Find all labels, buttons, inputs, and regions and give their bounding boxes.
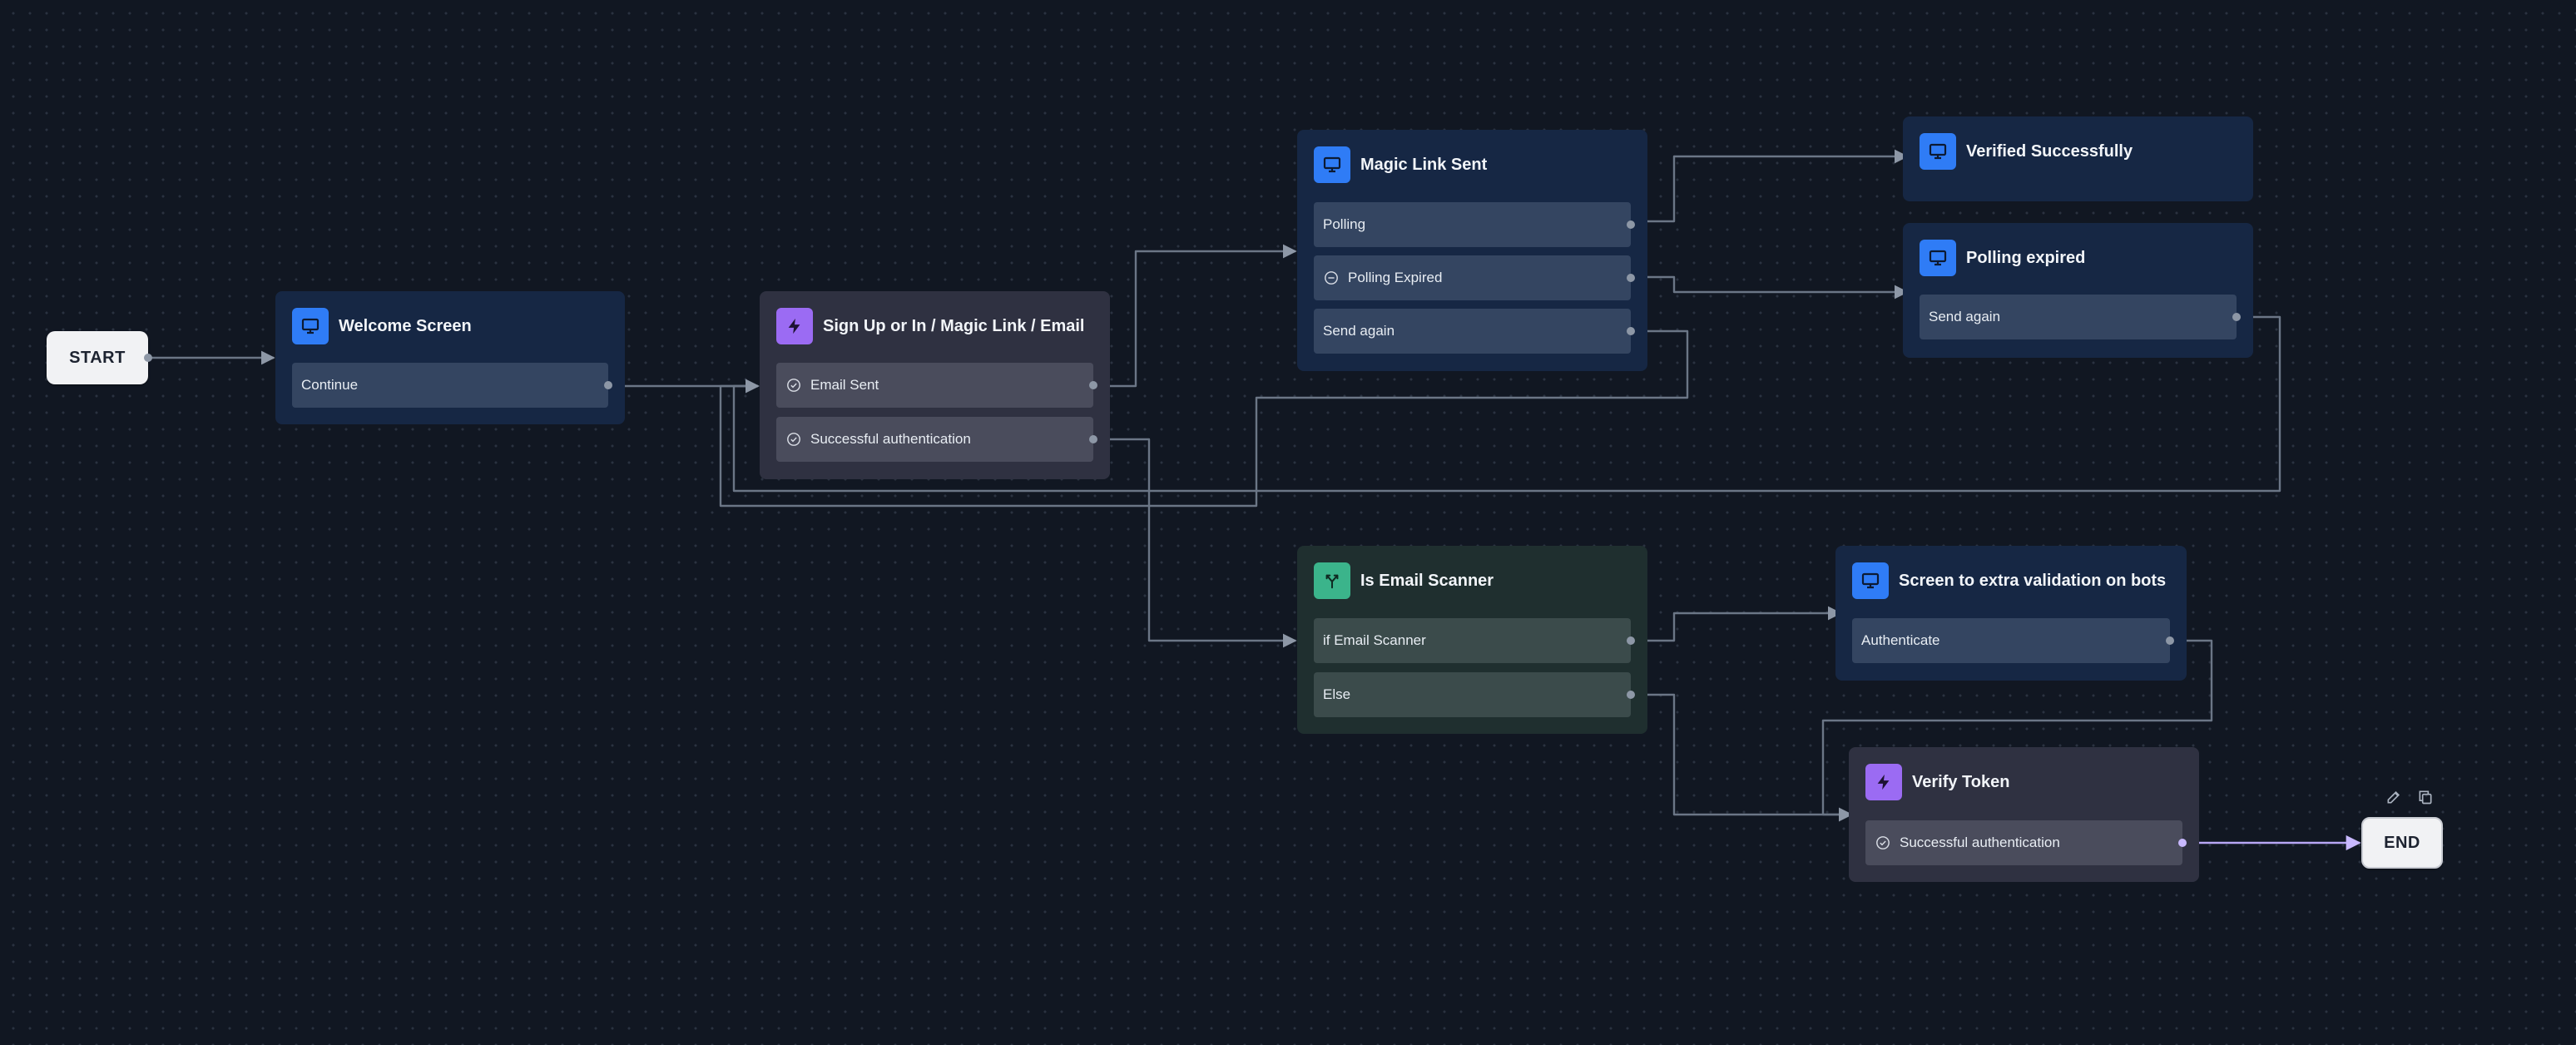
output-handle[interactable] bbox=[1089, 435, 1097, 443]
output-send-again[interactable]: Send again bbox=[1314, 309, 1635, 354]
monitor-icon bbox=[1920, 240, 1956, 276]
lightning-icon bbox=[1865, 764, 1902, 800]
node-magic-link-sent[interactable]: Magic Link Sent Polling Polling Expired … bbox=[1297, 130, 1647, 371]
output-email-sent[interactable]: Email Sent bbox=[776, 363, 1097, 408]
node-extra-validation-bots[interactable]: Screen to extra validation on bots Authe… bbox=[1835, 546, 2187, 681]
output-handle[interactable] bbox=[2178, 839, 2187, 847]
node-title: Sign Up or In / Magic Link / Email bbox=[823, 316, 1085, 335]
node-title: Welcome Screen bbox=[339, 316, 472, 335]
output-handle[interactable] bbox=[1627, 220, 1635, 229]
check-circle-icon bbox=[785, 431, 802, 448]
output-handle[interactable] bbox=[2232, 313, 2241, 321]
node-verify-token[interactable]: Verify Token Successful authentication bbox=[1849, 747, 2199, 882]
output-polling-expired[interactable]: Polling Expired bbox=[1314, 255, 1635, 300]
output-successful-authentication[interactable]: Successful authentication bbox=[776, 417, 1097, 462]
output-send-again[interactable]: Send again bbox=[1920, 295, 2241, 339]
row-label: if Email Scanner bbox=[1323, 632, 1426, 648]
edge-scanner-bots bbox=[1632, 606, 1842, 642]
output-handle[interactable] bbox=[1627, 327, 1635, 335]
node-title: Magic Link Sent bbox=[1360, 155, 1488, 174]
output-if-email-scanner[interactable]: if Email Scanner bbox=[1314, 618, 1635, 663]
output-continue[interactable]: Continue bbox=[292, 363, 612, 408]
check-circle-icon bbox=[1875, 835, 1891, 851]
duplicate-icon[interactable] bbox=[2415, 787, 2435, 807]
minus-circle-icon bbox=[1323, 270, 1340, 286]
row-label: Else bbox=[1323, 686, 1351, 702]
monitor-icon bbox=[1852, 562, 1889, 599]
row-label: Continue bbox=[301, 377, 359, 393]
edge-success-scanner bbox=[1095, 438, 1297, 648]
lightning-icon bbox=[776, 308, 813, 344]
output-handle[interactable] bbox=[2166, 636, 2174, 645]
node-header: Polling expired bbox=[1920, 240, 2237, 276]
output-else[interactable]: Else bbox=[1314, 672, 1635, 717]
output-polling[interactable]: Polling bbox=[1314, 202, 1635, 247]
node-header: Verify Token bbox=[1865, 764, 2182, 800]
end-node[interactable]: END bbox=[2361, 817, 2443, 869]
output-authenticate[interactable]: Authenticate bbox=[1852, 618, 2174, 663]
node-header: Sign Up or In / Magic Link / Email bbox=[776, 308, 1093, 344]
row-label: Send again bbox=[1323, 323, 1395, 339]
row-label: Polling bbox=[1323, 216, 1366, 232]
row-label: Authenticate bbox=[1861, 632, 1940, 648]
edge-polling-verified bbox=[1632, 149, 1909, 223]
monitor-icon bbox=[1314, 146, 1350, 183]
check-circle-icon bbox=[785, 377, 802, 394]
output-handle[interactable] bbox=[604, 381, 612, 389]
node-polling-expired[interactable]: Polling expired Send again bbox=[1903, 223, 2253, 358]
edge-emailsent-magic bbox=[1095, 244, 1297, 388]
output-handle[interactable] bbox=[1627, 636, 1635, 645]
monitor-icon bbox=[1920, 133, 1956, 170]
node-title: Verify Token bbox=[1912, 772, 2010, 791]
start-handle[interactable] bbox=[144, 354, 152, 362]
node-title: Screen to extra validation on bots bbox=[1899, 571, 2167, 590]
node-title: Polling expired bbox=[1966, 248, 2086, 267]
row-label: Send again bbox=[1929, 309, 2001, 324]
edit-pencil-icon[interactable] bbox=[2384, 787, 2404, 807]
branch-icon bbox=[1314, 562, 1350, 599]
output-successful-authentication[interactable]: Successful authentication bbox=[1865, 820, 2187, 865]
node-header: Welcome Screen bbox=[292, 308, 608, 344]
node-verified-successfully[interactable]: Verified Successfully bbox=[1903, 116, 2253, 201]
node-header: Is Email Scanner bbox=[1314, 562, 1631, 599]
node-is-email-scanner[interactable]: Is Email Scanner if Email Scanner Else bbox=[1297, 546, 1647, 734]
node-header: Screen to extra validation on bots bbox=[1852, 562, 2170, 599]
row-label: Email Sent bbox=[810, 377, 879, 393]
node-welcome-screen[interactable]: Welcome Screen Continue bbox=[275, 291, 625, 424]
output-handle[interactable] bbox=[1627, 274, 1635, 282]
edge-else-verify bbox=[1632, 693, 1853, 822]
end-node-toolbar bbox=[2384, 787, 2435, 807]
row-label: Successful authentication bbox=[1900, 835, 2060, 850]
node-header: Magic Link Sent bbox=[1314, 146, 1631, 183]
node-title: Verified Successfully bbox=[1966, 141, 2133, 161]
output-handle[interactable] bbox=[1627, 691, 1635, 699]
start-node[interactable]: START bbox=[47, 331, 148, 384]
row-label: Polling Expired bbox=[1348, 270, 1443, 285]
monitor-icon bbox=[292, 308, 329, 344]
node-header: Verified Successfully bbox=[1920, 133, 2237, 170]
output-handle[interactable] bbox=[1089, 381, 1097, 389]
edge-expired-expired bbox=[1632, 275, 1909, 300]
node-signup-magic-link[interactable]: Sign Up or In / Magic Link / Email Email… bbox=[760, 291, 1110, 479]
row-label: Successful authentication bbox=[810, 431, 971, 447]
node-title: Is Email Scanner bbox=[1360, 571, 1494, 590]
